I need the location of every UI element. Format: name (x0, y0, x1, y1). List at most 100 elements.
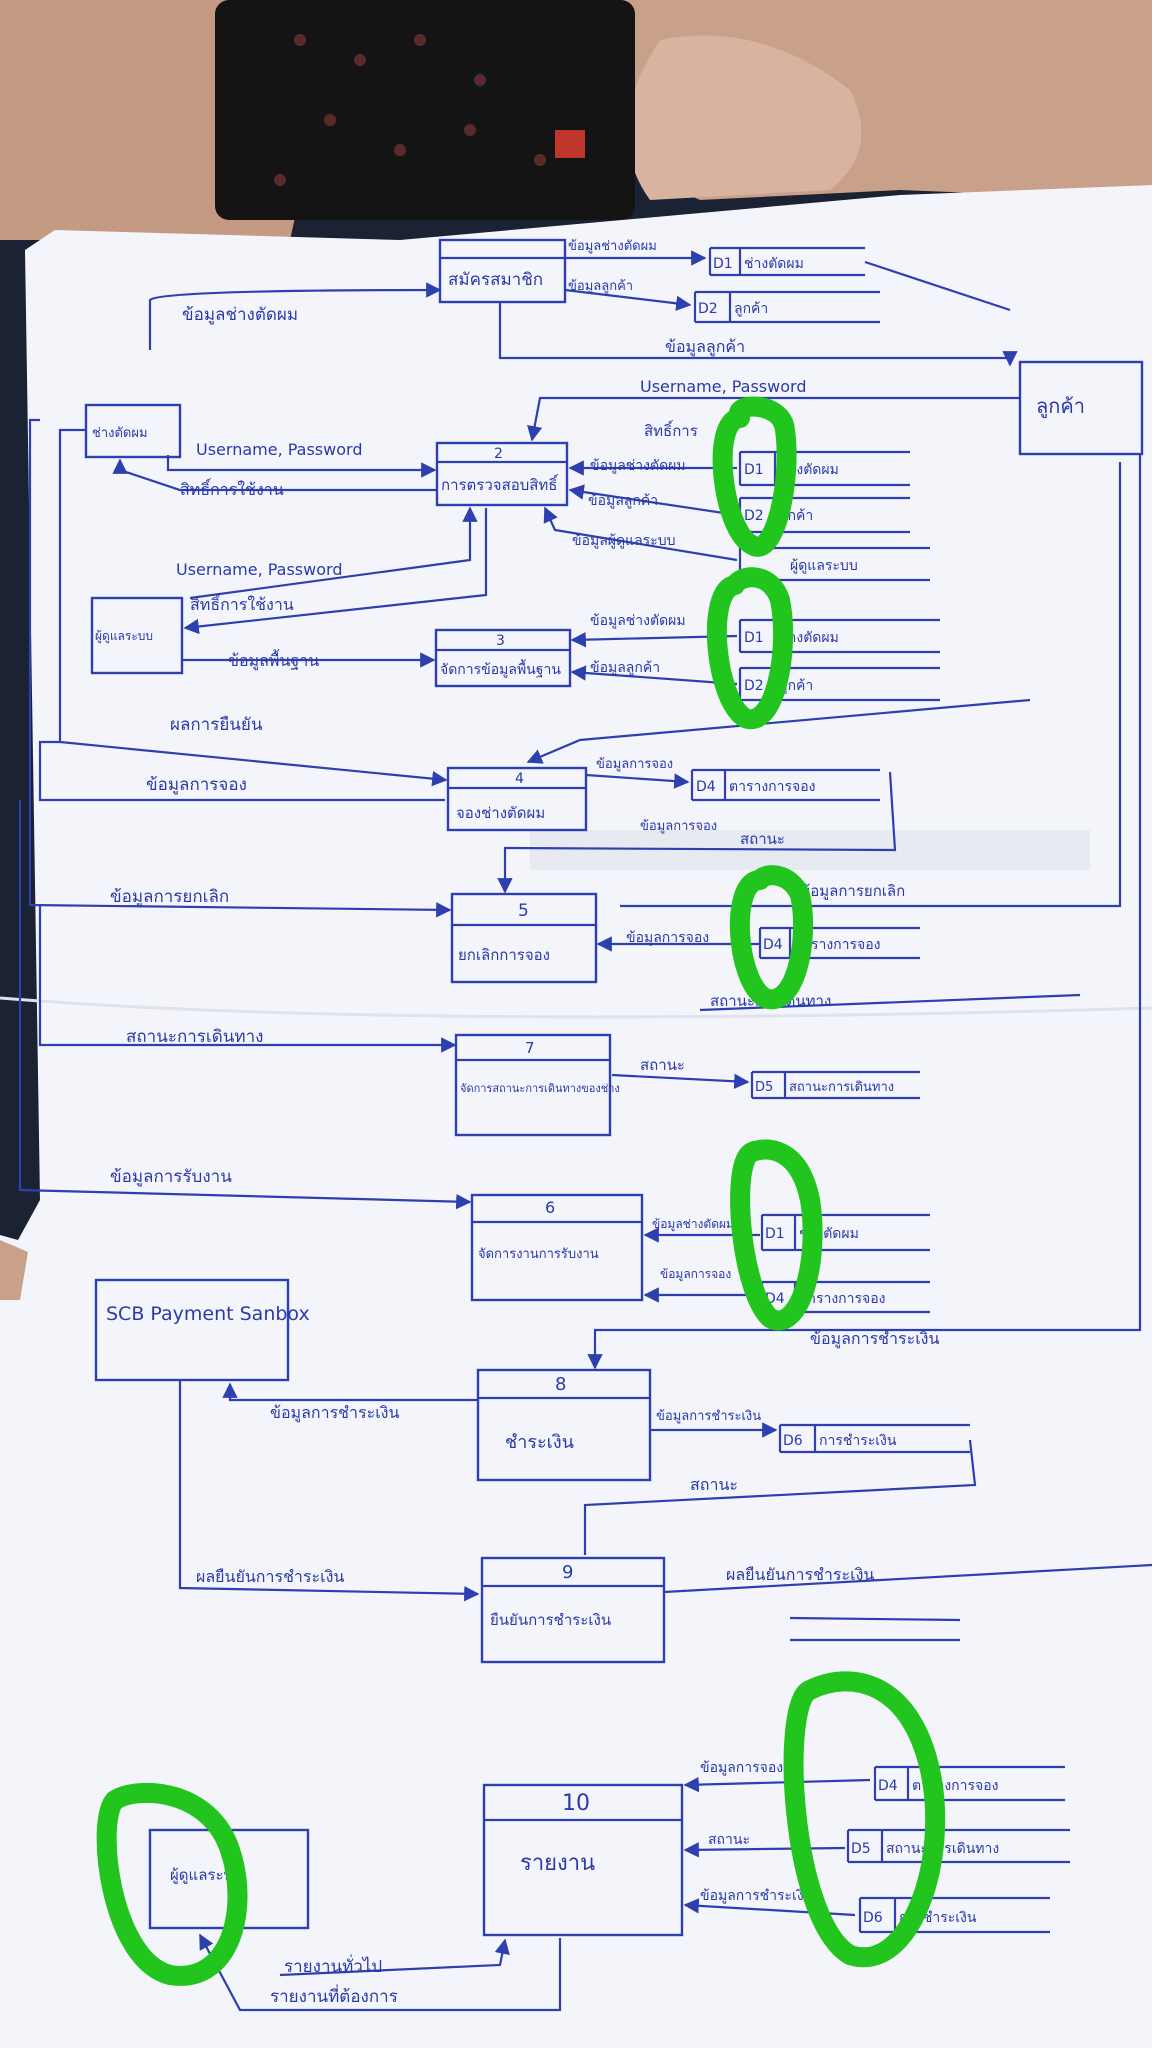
flow-label: Username, Password (176, 560, 342, 579)
store-1-id: D1 (713, 256, 733, 272)
process-5[interactable]: 5 ยกเลิกการจอง (450, 892, 598, 984)
process-2[interactable]: 2 การตรวจสอบสิทธิ์ (435, 441, 569, 507)
process-9-label: ยืนยันการชำระเงิน (490, 1611, 611, 1629)
process-10-number: 10 (562, 1791, 590, 1816)
flow-label: ข้อมูลช่างตัดผม (590, 613, 686, 629)
green-highlight-marks (96, 396, 946, 1986)
flow-label: สิทธิ์การ (644, 420, 698, 440)
process-8[interactable]: 8 ชำระเงิน (476, 1368, 652, 1482)
flow-label: ข้อมูลการชำระเงิน (270, 1403, 399, 1423)
flow-label: สถานะ (690, 1475, 738, 1494)
paper-sheet (0, 185, 1152, 2048)
entity-barber[interactable]: ช่างตัดผม (84, 403, 182, 459)
entity-report-admin-label: ผู้ดูแลระบบ (170, 1866, 243, 1884)
process-2-label: การตรวจสอบสิทธิ์ (441, 474, 559, 494)
flow-label: ข้อมูลช่างตัดผม (568, 239, 657, 254)
store-9-name: ตารางการจอง (794, 937, 880, 953)
flow-label: สถานะ (740, 830, 785, 848)
store-15-id: D5 (851, 1841, 871, 1857)
flow-label: สถานะการเดินทาง (126, 1027, 263, 1047)
process-1-label: สมัครสมาชิก (448, 270, 543, 290)
process-7[interactable]: 7 จัดการสถานะการเดินทางของช่าง (454, 1033, 620, 1137)
store-9-id: D4 (763, 937, 783, 953)
flow-label: ข้อมูลการชำระเงิน (810, 1329, 939, 1349)
flow-label: ข้อมูลการยกเลิก (800, 882, 905, 900)
store-8-id: D4 (696, 779, 716, 795)
thumb (627, 35, 862, 200)
flow-label: ข้อมูลช่างตัดผม (590, 458, 686, 474)
process-1[interactable]: สมัครสมาชิก (438, 238, 567, 304)
store-2-id: D2 (698, 301, 718, 317)
process-3[interactable]: 3 จัดการข้อมูลพื้นฐาน (434, 628, 572, 688)
store-6-id: D1 (744, 630, 764, 646)
entity-admin[interactable]: ผู้ดูแลระบบ (90, 596, 184, 675)
flow-label: ข้อมูลลูกค้า (665, 337, 745, 357)
process-6[interactable]: 6 จัดการงานการรับงาน (470, 1193, 644, 1302)
flow-label: ข้อมูลลูกค้า (588, 493, 658, 509)
datastore (690, 246, 1070, 1934)
flow-label: ข้อมูลการรับงาน (110, 1167, 232, 1187)
flow-label: ข้อมูลการจอง (660, 1267, 731, 1282)
process-4-number: 4 (515, 771, 524, 787)
flow-label: สิทธิ์การใช้งาน (180, 478, 284, 499)
flow-label: ข้อมูลพื้นฐาน (228, 649, 319, 671)
entity-admin-label: ผู้ดูแลระบบ (95, 629, 153, 644)
flow-labels: ข้อมูลช่างตัดผม ข้อมูลช่างตัดผม ข้อมูลลู… (110, 239, 939, 2007)
entity-barber-label: ช่างตัดผม (92, 426, 148, 441)
entity-payment[interactable]: SCB Payment Sanbox (94, 1278, 310, 1382)
process-10[interactable]: 10 รายงาน (482, 1783, 684, 1937)
phone (215, 0, 635, 220)
flow-label: ข้อมูลการจอง (700, 1760, 783, 1776)
flow-label: ข้อมูลการจอง (640, 819, 717, 834)
paper-fold (0, 996, 1152, 1019)
process-3-number: 3 (496, 633, 505, 649)
entity-customer[interactable]: ลูกค้า (1018, 360, 1144, 456)
flow-label: Username, Password (196, 440, 362, 459)
flow-label: ผลยืนยันการชำระเงิน (196, 1567, 344, 1586)
flow-label: ข้อมูลการชำระเงิน (656, 1409, 761, 1424)
flow-lines (18, 250, 1152, 2012)
flow-label: รายงานที่ต้องการ (270, 1984, 398, 2007)
finger-edge (0, 1240, 28, 1300)
flow-label: ข้อมูลการจอง (626, 930, 709, 946)
process-5-number: 5 (518, 901, 529, 921)
process-6-number: 6 (545, 1198, 555, 1217)
flow-label: ข้อมูลการจอง (596, 757, 673, 772)
store-16-id: D6 (863, 1910, 883, 1926)
flow-label: ผลการยืนยัน (170, 715, 263, 735)
process-5-label: ยกเลิกการจอง (458, 946, 550, 964)
flow-label: ข้อมูลลูกค้า (590, 660, 660, 676)
process-7-number: 7 (525, 1039, 535, 1057)
flow-label: ผลยืนยันการชำระเงิน (726, 1565, 874, 1584)
store-11-id: D1 (765, 1226, 785, 1242)
phone-red-mark (555, 130, 585, 158)
store-6-name: ช่างตัดผม (779, 630, 839, 646)
process-9[interactable]: 9 ยืนยันการชำระเงิน (480, 1556, 666, 1664)
flow-label: ข้อมูลการจอง (146, 775, 247, 795)
flow-label: ข้อมูลการชำระเงิน (700, 1888, 814, 1904)
process-4[interactable]: 4 จองช่างตัดผม (446, 766, 588, 832)
flow-label: ข้อมูลลูกค้า (568, 279, 633, 294)
entity-payment-label: SCB Payment Sanbox (106, 1303, 310, 1325)
flow-label: สถานะ (708, 1832, 750, 1848)
process-6-label: จัดการงานการรับงาน (478, 1247, 599, 1262)
store-5-name: ผู้ดูแลระบบ (790, 558, 858, 574)
store-3-id: D1 (744, 462, 764, 478)
store-4-id: D2 (744, 508, 764, 524)
flow-label: ข้อมูลช่างตัดผม (652, 1217, 734, 1232)
process-4-label: จองช่างตัดผม (456, 804, 545, 822)
store-13-name: การชำระเงิน (819, 1433, 897, 1449)
store-14-id: D4 (878, 1778, 898, 1794)
process-10-label: รายงาน (520, 1851, 595, 1876)
process-9-number: 9 (562, 1562, 573, 1583)
flow-label: สิทธิ์การใช้งาน (190, 593, 294, 614)
store-12-name: ตารางการจอง (799, 1291, 885, 1307)
process-8-label: ชำระเงิน (505, 1432, 574, 1453)
store-2-name: ลูกค้า (734, 301, 768, 317)
store-8-name: ตารางการจอง (729, 779, 815, 795)
process-8-number: 8 (555, 1374, 566, 1395)
flow-label: Username, Password (640, 377, 806, 396)
phone-pattern (274, 34, 546, 186)
